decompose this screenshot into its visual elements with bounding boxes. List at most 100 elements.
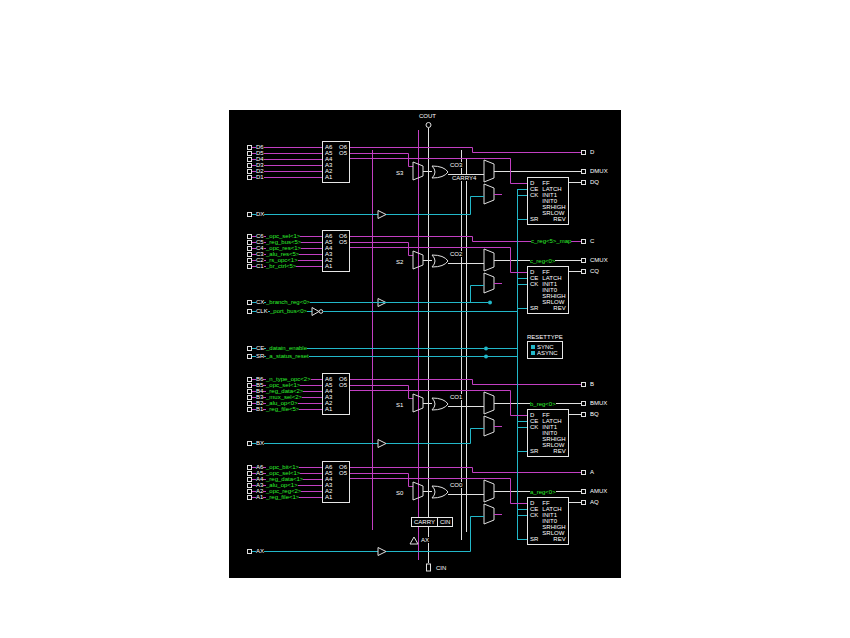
lut-box: A6A5A4A3A2A1O6O5	[322, 461, 350, 503]
pin-marker	[248, 164, 252, 168]
option-box: SYNCASYNC	[527, 341, 563, 359]
signal-connector	[350, 248, 527, 273]
signal-label: AX	[421, 537, 429, 543]
pin-label: O5	[339, 470, 347, 476]
pin-column: O6O5	[339, 233, 347, 269]
clock-wire	[323, 311, 517, 312]
lut-input-wire	[252, 165, 330, 166]
pin-label: A6	[325, 233, 332, 239]
option-label: SRLOW	[542, 442, 565, 448]
signal-label: D	[590, 149, 594, 155]
pin-marker	[248, 253, 252, 257]
option-label: SRLOW	[542, 299, 565, 305]
box-label: CARRY	[412, 518, 437, 526]
net-name: _a_status_reset	[266, 353, 309, 359]
output-mux-symbol	[484, 160, 494, 182]
xor-gate-symbol	[432, 255, 448, 267]
pin-column: O6O5	[339, 144, 347, 180]
schematic-panel	[229, 110, 621, 578]
pin-marker	[248, 484, 252, 488]
carry-wire	[418, 130, 419, 560]
pin-column: O6O5	[339, 376, 347, 412]
inverter-bubble	[319, 310, 323, 314]
pin-marker	[248, 442, 252, 446]
signal-label: SR	[256, 353, 264, 359]
pin-marker	[582, 402, 586, 406]
pin-marker	[248, 472, 252, 476]
output-mux-symbol	[484, 249, 494, 271]
signal-label: C	[590, 238, 594, 244]
xor-gate-symbol	[432, 166, 448, 178]
junction-dot	[484, 355, 488, 359]
pin-column: DCECK	[530, 269, 538, 305]
output-mux-symbol	[484, 392, 494, 414]
lut-input-wire	[252, 153, 330, 154]
carry-chain-wire	[428, 128, 429, 563]
lut-input-wire	[252, 147, 330, 148]
flip-flop-box: DCECKFFLATCHINIT1INIT0SRHIGHSRLOWSRREV	[527, 497, 569, 545]
option-label: INIT0	[542, 198, 565, 204]
pin-column: DCECK	[530, 500, 538, 536]
signal-label: DMUX	[590, 168, 608, 174]
option-label: SRLOW	[542, 210, 565, 216]
signal-label: S3	[396, 170, 403, 176]
bypass-input-wire	[386, 517, 484, 552]
pin-column: O6O5	[339, 464, 347, 500]
pin-label: O6	[339, 144, 347, 150]
xor-output-wire	[448, 406, 484, 407]
pin-marker	[582, 240, 586, 244]
option-label: INIT1	[542, 512, 565, 518]
pin-column: DCECK	[530, 180, 538, 216]
inverter-symbol	[410, 537, 418, 544]
option-label: FF	[542, 412, 565, 418]
option-label: INIT0	[542, 287, 565, 293]
pin-marker	[248, 170, 252, 174]
option-label: INIT0	[542, 518, 565, 524]
signal-label: DQ	[590, 179, 599, 185]
option-label: SRLOW	[542, 530, 565, 536]
pin-label: A6	[325, 144, 332, 150]
mux-output-wire	[494, 171, 582, 172]
carry-wire	[423, 403, 432, 404]
signal-label: BMUX	[590, 400, 607, 406]
xor-gate-symbol	[432, 398, 448, 410]
pin-label: O5	[339, 239, 347, 245]
signal-label: COUT	[419, 113, 436, 119]
signal-label: DX	[256, 211, 264, 217]
carry-mux-symbol	[413, 251, 423, 269]
lut-o6-wire	[340, 380, 582, 385]
pin-label: CE	[530, 418, 538, 424]
signal-label: CO2	[450, 251, 462, 257]
signal-label: CQ	[590, 268, 599, 274]
pin-label: A3	[325, 482, 332, 488]
pin-marker	[582, 170, 586, 174]
option-square	[531, 345, 535, 349]
pin-group: DCECKFFLATCHINIT1INIT0SRHIGHSRLOW	[530, 269, 566, 305]
pin-label: A4	[325, 245, 332, 251]
carry-mux-symbol	[413, 162, 423, 180]
pin-label: REV	[553, 448, 565, 454]
signal-label: S0	[396, 490, 403, 496]
pin-marker	[248, 355, 252, 359]
pin-label: A6	[325, 464, 332, 470]
option-square	[531, 351, 535, 355]
lut-box: A6A5A4A3A2A1 O6O5	[322, 373, 350, 415]
cin-port	[427, 564, 431, 571]
net-name: _br_ctrl<5>	[266, 263, 296, 269]
pin-label: D	[530, 500, 538, 506]
xor-gate-symbol	[432, 486, 448, 498]
signal-label: CO1	[450, 394, 462, 400]
buffer-symbol	[378, 211, 386, 219]
lut-input-wire	[252, 177, 330, 178]
signal-label: CMUX	[590, 257, 608, 263]
pin-label: A3	[325, 162, 332, 168]
pin-label: REV	[553, 216, 565, 222]
signal-connector	[350, 391, 527, 416]
net-name: b_reg<0>	[530, 401, 556, 407]
signal-label: BX	[256, 440, 264, 446]
pin-column: A6A5A4A3A2A1	[325, 376, 332, 412]
buffer-symbol	[378, 440, 386, 448]
pin-marker	[582, 501, 586, 505]
pin-label: SR	[530, 216, 538, 222]
ff-mux-wire	[494, 426, 502, 427]
